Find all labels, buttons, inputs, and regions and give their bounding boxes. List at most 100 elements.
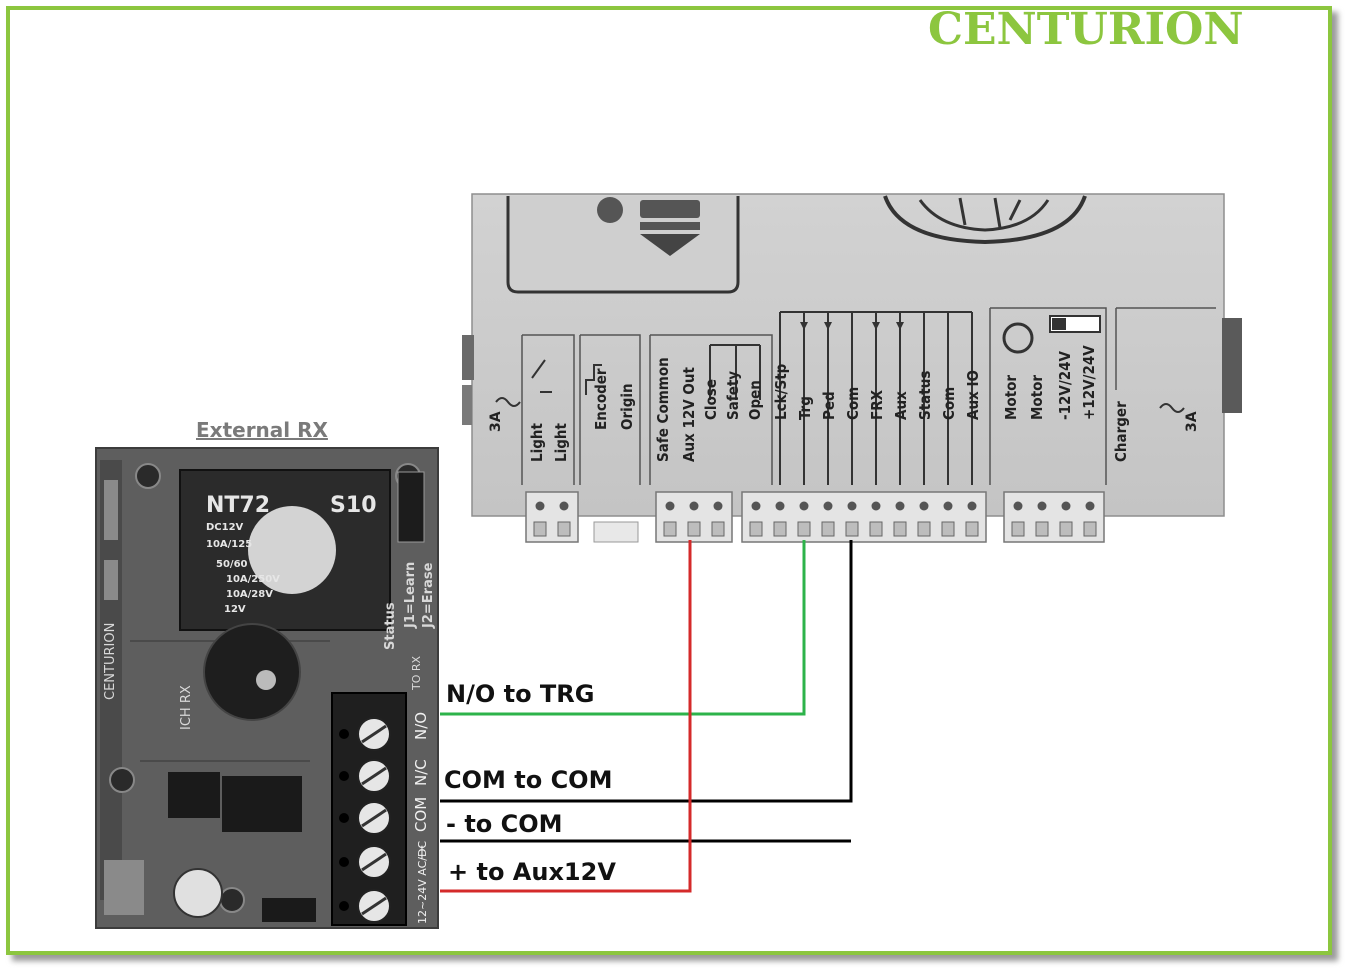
down-arrow-icon (640, 234, 700, 256)
terminal-label: Aux 12V Out (680, 367, 698, 462)
terminal-screw (559, 501, 569, 511)
terminal-slot (797, 521, 811, 537)
ic-chip (168, 772, 220, 818)
relay-spec: 50/60 (216, 559, 248, 570)
terminal-screw (1061, 501, 1071, 511)
terminal-screw (535, 501, 545, 511)
terminal-label: Light (552, 423, 570, 462)
mounting-hole (109, 767, 135, 793)
terminal-slot (663, 521, 677, 537)
motor-icon (1002, 322, 1034, 354)
encoder-connector (593, 521, 639, 543)
terminal-slot (1059, 521, 1073, 537)
terminal-slot (869, 521, 883, 537)
terminal-label: Status (916, 371, 934, 420)
screw-slot (361, 852, 387, 872)
relay-spec: 10A/250V (226, 574, 280, 585)
jumper-block (397, 471, 425, 543)
wire-label-minus-to-com: - to COM (446, 810, 563, 838)
side-connector (1222, 318, 1242, 413)
fuse-icon-left (495, 397, 521, 407)
wire-label-com-to-com: COM to COM (444, 766, 613, 794)
terminal-slot (1035, 521, 1049, 537)
capacitor (173, 868, 223, 918)
terminal-hole (339, 771, 349, 781)
display-window (506, 196, 740, 294)
terminal-label: Aux (892, 391, 910, 420)
terminal-screw (799, 501, 809, 511)
terminal-label: -12V/24V (1056, 350, 1074, 420)
terminal-screw (751, 501, 761, 511)
left-connector (462, 335, 474, 380)
terminal-label: Lck/Stp (772, 363, 790, 420)
terminal-label: Open (746, 380, 764, 420)
terminal-screw (895, 501, 905, 511)
terminal-slot (893, 521, 907, 537)
terminal-label: FRX (868, 389, 886, 420)
terminal-screw (919, 501, 929, 511)
terminal-slot (821, 521, 835, 537)
terminal-screw (1013, 501, 1023, 511)
wire-com-to-com (440, 540, 853, 803)
terminal-screw (943, 501, 953, 511)
screw-slot (361, 808, 387, 828)
terminal-screw (967, 501, 977, 511)
terminal-screw (713, 501, 723, 511)
terminal-label-power: 12~24V AC/DC (416, 841, 429, 924)
board-model: ICH RX (179, 685, 194, 730)
terminal-slot (941, 521, 955, 537)
jumper-label-erase: J2=Erase (421, 562, 436, 629)
terminal-screw (1037, 501, 1047, 511)
buzzer (203, 623, 301, 721)
terminal-hole (339, 901, 349, 911)
status-label: Status (383, 602, 398, 650)
controller-board (462, 193, 1242, 543)
light-switch-icon (531, 359, 552, 393)
terminal-hole (339, 857, 349, 867)
relay-spec: 10A/28V (226, 589, 273, 600)
terminal-label-nc: N/C (412, 759, 430, 786)
terminal-label: Aux IO (964, 370, 982, 420)
terminal-label-com: COM (412, 797, 430, 832)
terminal-label: Com (940, 387, 958, 420)
terminal-label: +12V/24V (1080, 345, 1098, 420)
brand-emblem (883, 195, 1087, 245)
external-rx-title: External RX (196, 418, 328, 442)
terminal-hole (339, 729, 349, 739)
terminal-screw (871, 501, 881, 511)
terminal-screw (665, 501, 675, 511)
jumper-label-learn: J1=Learn (403, 562, 418, 629)
terminal-slot (711, 521, 725, 537)
terminal-hole (339, 813, 349, 823)
terminal-label-no: N/O (412, 712, 430, 740)
terminal-slot (773, 521, 787, 537)
terminal-label: Safety (724, 371, 742, 420)
terminal-label: Encoder (592, 368, 610, 430)
diode (262, 898, 316, 922)
screw-slot (361, 896, 387, 916)
fuse-icon-right (1159, 403, 1185, 413)
fuse-label-left: 3A (488, 411, 504, 432)
terminal-slot (1011, 521, 1025, 537)
terminal-label: Charger (1112, 401, 1130, 462)
terminal-slot (533, 521, 547, 537)
terminal-screw (689, 501, 699, 511)
terminal-screw (775, 501, 785, 511)
screw-slot (361, 724, 387, 744)
fuse-label-right: 3A (1184, 411, 1200, 432)
terminal-label: Ped (820, 391, 838, 420)
terminal-label: Com (844, 387, 862, 420)
terminal-label: Trg (796, 396, 814, 420)
wire-plus-to-aux12v (440, 540, 692, 893)
relay-spec: DC12V (206, 522, 244, 533)
mounting-hole (219, 887, 245, 913)
terminal-label: Close (702, 379, 720, 420)
relay-sticker (248, 506, 336, 594)
terminal-slot (1083, 521, 1097, 537)
indicator-dot (597, 197, 623, 223)
terminal-slot (749, 521, 763, 537)
to-rx-label: TO RX (410, 655, 423, 691)
